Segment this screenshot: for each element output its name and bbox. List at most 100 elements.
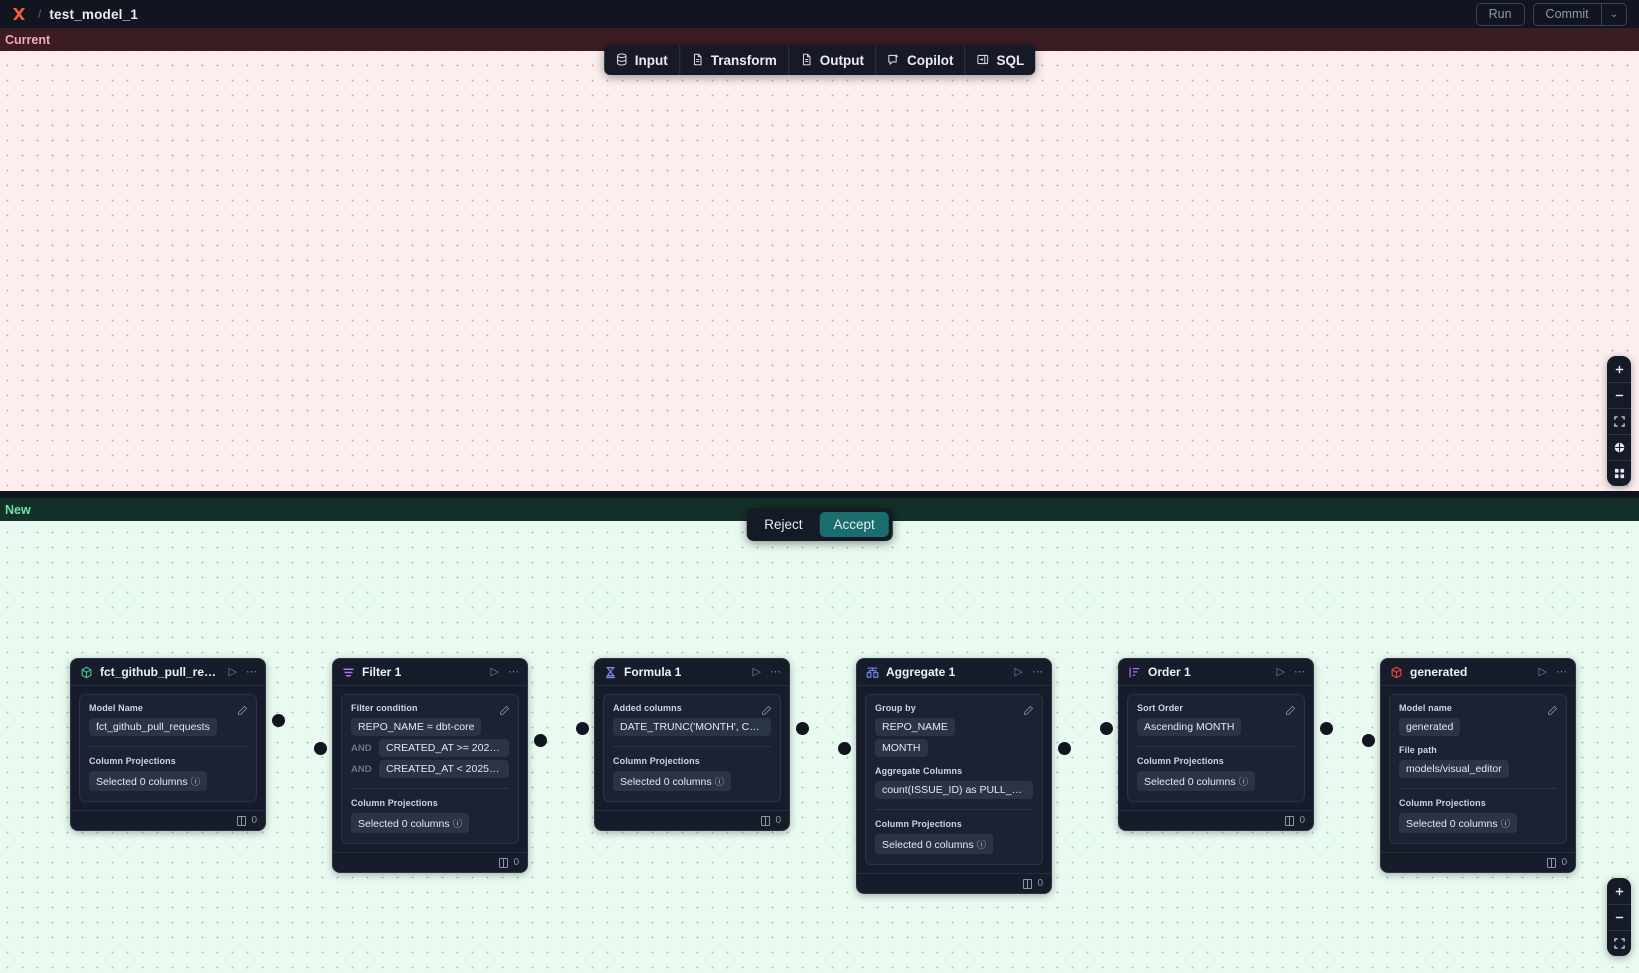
- connection-handle[interactable]: [314, 742, 327, 755]
- node-header[interactable]: Order 1▷⋯: [1119, 659, 1313, 686]
- run-node-icon[interactable]: ▷: [1538, 665, 1547, 678]
- toolbar-item-transform[interactable]: Transform: [678, 45, 788, 75]
- zoom-out-icon[interactable]: [1607, 904, 1631, 930]
- commit-button[interactable]: Commit: [1545, 6, 1589, 21]
- edit-pencil-icon[interactable]: [1547, 703, 1558, 721]
- node-header[interactable]: generated▷⋯: [1381, 659, 1575, 686]
- value-chip[interactable]: Selected 0 columns ⓘ: [1399, 813, 1518, 833]
- info-icon[interactable]: ⓘ: [1500, 819, 1511, 830]
- node-header[interactable]: fct_github_pull_requests▷⋯: [71, 659, 265, 686]
- field-value-row: Selected 0 columns ⓘ: [351, 813, 509, 833]
- value-chip[interactable]: Selected 0 columns ⓘ: [351, 813, 470, 833]
- run-node-icon[interactable]: ▷: [752, 665, 761, 678]
- node-header[interactable]: Formula 1▷⋯: [595, 659, 789, 686]
- connection-handle[interactable]: [1100, 722, 1113, 735]
- value-chip[interactable]: models/visual_editor: [1399, 760, 1509, 778]
- node-menu-icon[interactable]: ⋯: [246, 665, 257, 678]
- reject-button[interactable]: Reject: [750, 512, 816, 537]
- node-menu-icon[interactable]: ⋯: [1032, 665, 1043, 678]
- zoom-controls-new[interactable]: [1607, 878, 1631, 956]
- edit-pencil-icon[interactable]: [761, 703, 772, 721]
- field-label: Model name: [1399, 703, 1453, 713]
- value-chip[interactable]: count(ISSUE_ID) as PULL_REQUEST_…: [875, 781, 1033, 799]
- diff-action-bar[interactable]: Reject Accept: [746, 508, 893, 541]
- value-chip[interactable]: CREATED_AT < 2025-03-01: [379, 760, 509, 778]
- info-icon[interactable]: ⓘ: [452, 819, 463, 830]
- run-node-icon[interactable]: ▷: [490, 665, 499, 678]
- value-chip[interactable]: Selected 0 columns ⓘ: [1137, 771, 1256, 791]
- value-chip[interactable]: Selected 0 columns ⓘ: [613, 771, 732, 791]
- node-menu-icon[interactable]: ⋯: [1294, 665, 1305, 678]
- run-node-icon[interactable]: ▷: [1014, 665, 1023, 678]
- field-value-row: Ascending MONTH: [1137, 718, 1295, 736]
- app-logo-icon[interactable]: [8, 3, 30, 25]
- chevron-down-icon[interactable]: ⌄: [1600, 3, 1626, 25]
- connection-handle[interactable]: [576, 722, 589, 735]
- node-source[interactable]: fct_github_pull_requests▷⋯Model Namefct_…: [70, 658, 266, 831]
- value-chip[interactable]: CREATED_AT >= 2024-12-01: [379, 739, 509, 757]
- toolbar-item-output[interactable]: Output: [787, 45, 875, 75]
- edit-pencil-icon[interactable]: [237, 703, 248, 721]
- node-menu-icon[interactable]: ⋯: [508, 665, 519, 678]
- field-label: Column Projections: [875, 809, 1033, 829]
- run-button[interactable]: Run: [1475, 2, 1525, 26]
- edit-pencil-icon[interactable]: [1023, 703, 1034, 721]
- zoom-out-icon[interactable]: [1607, 382, 1631, 408]
- value-chip[interactable]: Selected 0 columns ⓘ: [875, 834, 994, 854]
- connection-handle[interactable]: [838, 742, 851, 755]
- row-count: 0: [513, 857, 519, 868]
- field-label: File path: [1399, 745, 1437, 755]
- zoom-in-icon[interactable]: [1607, 878, 1631, 904]
- fit-view-icon[interactable]: [1607, 930, 1631, 956]
- connection-handle[interactable]: [1320, 722, 1333, 735]
- toolbar-item-sql[interactable]: SQL: [964, 45, 1036, 75]
- value-chip[interactable]: REPO_NAME: [875, 718, 955, 736]
- node-header[interactable]: Filter 1▷⋯: [333, 659, 527, 686]
- connection-handle[interactable]: [1058, 742, 1071, 755]
- field-label: Column Projections: [1399, 788, 1557, 808]
- toolbar-item-copilot[interactable]: Copilot: [875, 45, 965, 75]
- condition-operator: AND: [351, 763, 372, 775]
- columns-icon: [1547, 857, 1557, 868]
- info-icon[interactable]: ⓘ: [1238, 777, 1249, 788]
- zoom-in-icon[interactable]: [1607, 356, 1631, 382]
- value-chip[interactable]: DATE_TRUNC('MONTH', CREATED_AT…: [613, 718, 771, 736]
- value-chip[interactable]: REPO_NAME = dbt-core: [351, 718, 482, 736]
- info-icon[interactable]: ⓘ: [714, 777, 725, 788]
- value-chip[interactable]: Ascending MONTH: [1137, 718, 1242, 736]
- zoom-controls-current[interactable]: [1607, 356, 1631, 486]
- edit-pencil-icon[interactable]: [1285, 703, 1296, 721]
- connection-handle[interactable]: [796, 722, 809, 735]
- minimap-icon[interactable]: [1607, 460, 1631, 486]
- connection-handle[interactable]: [272, 714, 285, 727]
- connection-handle[interactable]: [1362, 734, 1375, 747]
- editor-toolbar[interactable]: Input Transform Output: [603, 45, 1036, 75]
- cube-icon: [80, 666, 93, 679]
- value-chip[interactable]: fct_github_pull_requests: [89, 718, 217, 736]
- info-icon[interactable]: ⓘ: [190, 777, 201, 788]
- node-header[interactable]: Aggregate 1▷⋯: [857, 659, 1051, 686]
- connection-handle[interactable]: [534, 734, 547, 747]
- fit-view-icon[interactable]: [1607, 408, 1631, 434]
- accept-button[interactable]: Accept: [819, 512, 889, 537]
- value-chip[interactable]: Selected 0 columns ⓘ: [89, 771, 208, 791]
- info-icon[interactable]: ⓘ: [976, 840, 987, 851]
- canvas-current[interactable]: [0, 28, 1639, 491]
- value-chip[interactable]: generated: [1399, 718, 1461, 736]
- run-node-icon[interactable]: ▷: [228, 665, 237, 678]
- node-menu-icon[interactable]: ⋯: [770, 665, 781, 678]
- value-chip[interactable]: MONTH: [875, 739, 928, 757]
- commit-split-button[interactable]: Commit ⌄: [1532, 2, 1627, 26]
- edit-pencil-icon[interactable]: [499, 703, 510, 721]
- toolbar-item-input[interactable]: Input: [604, 45, 679, 75]
- lock-interactive-icon[interactable]: [1607, 434, 1631, 460]
- node-menu-icon[interactable]: ⋯: [1556, 665, 1567, 678]
- run-node-icon[interactable]: ▷: [1276, 665, 1285, 678]
